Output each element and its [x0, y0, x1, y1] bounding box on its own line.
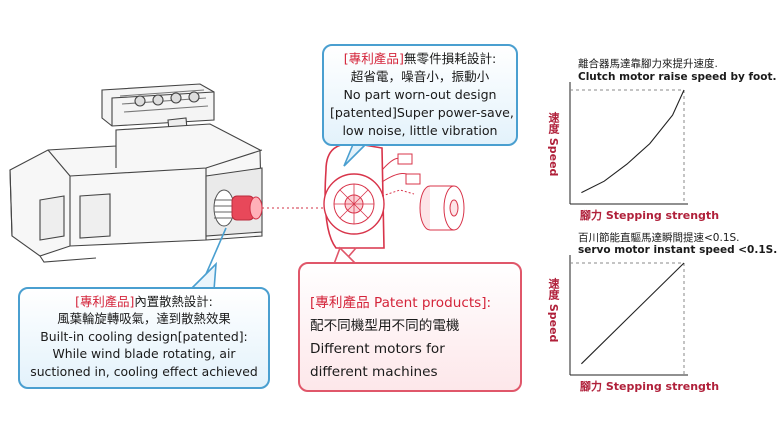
left-callout-pointer [189, 261, 217, 291]
chart2-xlabel: 腳力 Stepping strength [580, 378, 719, 394]
callout-heading: 無零件損耗設計: [403, 51, 497, 66]
chart2-ylabel-cn: 速度 [547, 278, 560, 300]
callout-heading: 內置散熱設計: [134, 294, 213, 309]
callout-line-cn: 配不同機型用不同的電機 [310, 318, 460, 334]
patent-tag: [專利產品 Patent products]: [310, 295, 492, 311]
motor-insert-icon [213, 189, 263, 227]
chart1-title: 離合器馬達靠腳力來提升速度. [578, 58, 718, 70]
chart1-ylabel-en: Speed [547, 137, 560, 177]
chart2-ylabel-en: Speed [547, 303, 560, 343]
patent-tag: [專利產品] [343, 51, 404, 66]
chart2-xlabel-cn: 腳力 [580, 380, 602, 393]
top-callout-pointer [343, 141, 367, 167]
chart1-ylabel: 速度 Speed [545, 112, 561, 176]
callout-line-en-2: [patented]Super power-save, [330, 105, 514, 120]
chart1-ylabel-cn: 速度 [547, 112, 560, 134]
chart2-xlabel-en: Stepping strength [605, 380, 720, 393]
callout-line-en-1: No part worn-out design [343, 87, 497, 102]
chart2-title: 百川節能直驅馬達瞬間提速<0.1S. [578, 232, 740, 244]
chart1-plot [569, 82, 688, 205]
callout-line-en-2: different machines [310, 364, 438, 380]
chart2-series-line [581, 262, 685, 365]
chart1-xlabel: 腳力 Stepping strength [580, 207, 719, 223]
callout-built-in-cooling: [專利產品]內置散熱設計: 風葉輪旋轉吸氣，達到散熱效果 Built-in co… [18, 287, 270, 389]
overlock-machine-illustration [9, 83, 300, 289]
chart2-subtitle: servo motor instant speed <0.1S. [578, 244, 777, 256]
chart1-subtitle: Clutch motor raise speed by foot. [578, 71, 777, 83]
callout-different-motors: [專利產品 Patent products]: 配不同機型用不同的電機 Diff… [298, 262, 522, 392]
chart1-xlabel-cn: 腳力 [580, 209, 602, 222]
chart1-xlabel-en: Stepping strength [605, 209, 720, 222]
exploded-motor-illustration [296, 142, 465, 265]
callout-line-en-1: Built-in cooling design[patented]: [40, 328, 248, 344]
callout-line-cn: 風葉輪旋轉吸氣，達到散熱效果 [57, 311, 231, 327]
callout-no-part-worn-out: [專利產品]無零件損耗設計: 超省電，噪音小，振動小 No part worn-… [322, 44, 518, 146]
callout-line-en-3: low noise, little vibration [342, 123, 498, 138]
callout-line-en-3: suctioned in, cooling effect achieved [30, 363, 258, 379]
chart1-series-line [581, 89, 685, 194]
right-callout-pointer [333, 246, 357, 265]
chart2-ylabel: 速度 Speed [545, 278, 561, 342]
callout-line-en-2: While wind blade rotating, air [52, 346, 236, 362]
patent-tag: [專利產品] [75, 294, 135, 309]
chart2-plot [569, 255, 688, 376]
callout-line-en-1: Different motors for [310, 341, 445, 357]
callout-line-cn: 超省電，噪音小，振動小 [350, 69, 490, 84]
